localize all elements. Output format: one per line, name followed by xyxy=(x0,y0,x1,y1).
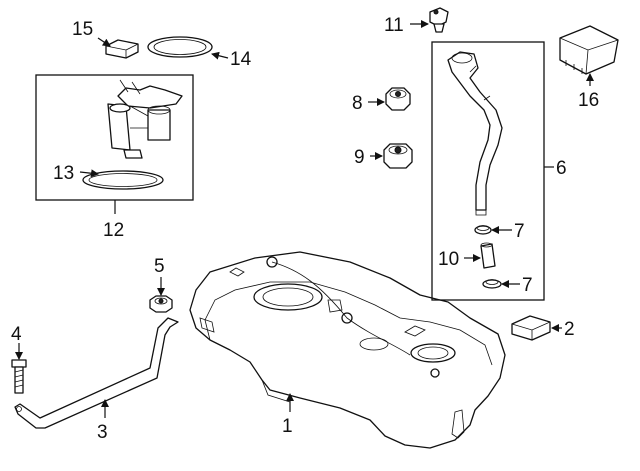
callout-10: 10 xyxy=(438,249,459,270)
lock-ring xyxy=(147,36,213,58)
callout-1: 1 xyxy=(282,416,293,437)
callout-12: 12 xyxy=(103,220,124,241)
control-module xyxy=(559,25,619,75)
insulator-pad xyxy=(511,315,551,341)
nut-8 xyxy=(385,87,411,111)
callout-6: 6 xyxy=(556,158,567,179)
callout-11: 11 xyxy=(384,15,404,36)
callout-2: 2 xyxy=(564,319,575,340)
tank-strap xyxy=(14,317,179,429)
callout-16: 16 xyxy=(578,90,599,111)
leader-lines xyxy=(15,20,594,418)
callout-15: 15 xyxy=(72,19,93,40)
callout-9: 9 xyxy=(354,147,365,168)
vent-valve xyxy=(429,7,449,33)
callout-7-lower: 7 xyxy=(522,275,533,296)
callout-3: 3 xyxy=(97,422,108,443)
filler-neck-assembly xyxy=(431,41,545,301)
strap-bolt xyxy=(11,359,27,394)
callout-8: 8 xyxy=(352,93,363,114)
fuel-tank xyxy=(189,251,506,449)
strap-nut xyxy=(149,295,173,313)
callout-14: 14 xyxy=(230,49,252,70)
callout-13: 13 xyxy=(53,163,74,184)
fuel-pump-assembly xyxy=(35,74,194,201)
nut-9 xyxy=(383,143,413,169)
callouts: 1 2 3 4 5 6 7 7 8 9 10 11 12 13 14 15 16 xyxy=(11,15,599,443)
retainer-bracket xyxy=(105,39,139,59)
callout-4: 4 xyxy=(11,324,22,345)
callout-5: 5 xyxy=(154,256,165,277)
callout-7-upper: 7 xyxy=(514,221,525,242)
